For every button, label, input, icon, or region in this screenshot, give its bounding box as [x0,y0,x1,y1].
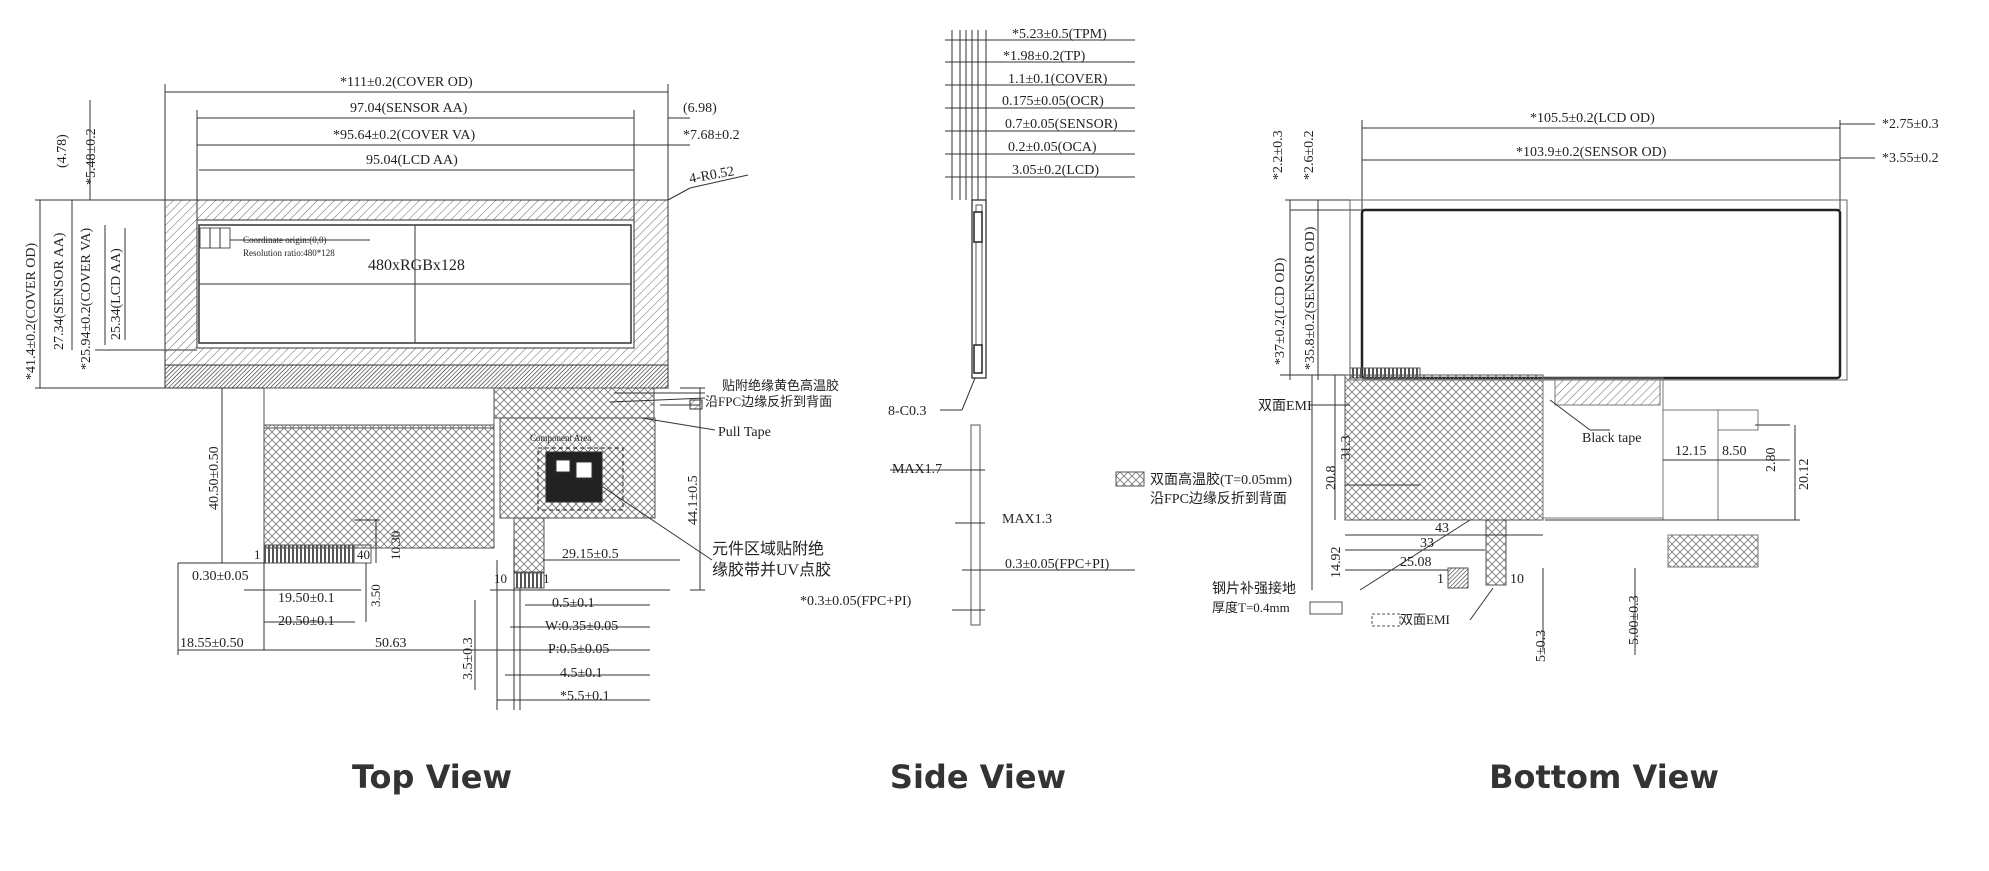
caption-bottom-view: Bottom View [1489,758,1719,796]
side-fpc1: 0.3±0.05(FPC+PI) [1005,557,1110,572]
bottom-pin-10: 10 [1510,572,1524,587]
bottom-dim-5: 5±0.3 [1534,630,1549,662]
bottom-lcd-od: *105.5±0.2(LCD OD) [1530,111,1655,126]
top-dim-35: 3.5±0.3 [461,637,476,680]
bottom-dim-2012: 20.12 [1797,459,1812,491]
bottom-dim-208: 20.8 [1324,466,1339,491]
top-uv-note2: 缘胶带并UV点胶 [712,561,831,579]
top-dim-w: W:0.35±0.05 [545,619,618,634]
bottom-dim-280: 2.80 [1764,448,1779,473]
top-dim-030: 0.30±0.05 [192,569,249,584]
top-dim-350: 3.50 [368,584,383,607]
bottom-dim-33: 33 [1420,536,1434,551]
top-sensor-aa: 97.04(SENSOR AA) [350,101,468,116]
side-cover: 1.1±0.1(COVER) [1008,72,1108,87]
top-dim-45: 4.5±0.1 [560,666,603,681]
top-component-area: Component Area [530,433,591,443]
bottom-view-labels: *2.2±0.3 *2.6±0.2 *105.5±0.2(LCD OD) *2.… [1150,111,1939,662]
side-max13: MAX1.3 [1002,512,1052,527]
top-lcd-aa-v: 25.34(LCD AA) [109,248,124,340]
top-dim-478: (4.78) [55,134,70,168]
top-dim-p: P:0.5±0.05 [548,642,609,657]
top-dim-55: *5.5±0.1 [560,689,610,704]
bottom-tape-note2: 沿FPC边缘反折到背面 [1150,491,1287,507]
side-view [890,30,1135,626]
top-res-label: 480xRGBx128 [368,257,465,274]
bottom-emi2: 双面EMI [1400,612,1450,627]
top-gap-698: (6.98) [683,101,717,116]
top-dim-5063: 50.63 [375,636,407,651]
top-cover-od: *111±0.2(COVER OD) [340,75,473,90]
bottom-emi1: 双面EMI [1258,398,1312,414]
bottom-dim-275: *2.75±0.3 [1882,117,1939,132]
top-pin-40: 40 [357,547,370,562]
side-chamfer: 8-C0.3 [888,404,927,419]
bottom-dim-500: 5.00±0.3 [1627,595,1642,645]
bottom-dim-43: 43 [1435,521,1449,536]
bottom-sensor-od-v: *35.8±0.2(SENSOR OD) [1303,226,1318,370]
bottom-pin-1: 1 [1437,572,1444,587]
side-max17: MAX1.7 [892,462,942,477]
top-cover-va: *95.64±0.2(COVER VA) [333,128,475,143]
side-view-labels: *5.23±0.5(TPM) *1.98±0.2(TP) 1.1±0.1(COV… [800,27,1118,609]
top-uv-note1: 元件区域贴附绝 [712,540,824,558]
bottom-dim-22: *2.2±0.3 [1271,130,1286,180]
side-lcd: 3.05±0.2(LCD) [1012,163,1099,178]
bottom-sensor-od: *103.9±0.2(SENSOR OD) [1516,145,1667,160]
bottom-view [1115,120,1875,655]
bottom-tape-note1: 双面高温胶(T=0.05mm) [1150,471,1292,488]
top-tape-note2: 沿FPC边缘反折到背面 [705,394,832,409]
top-pin-1b: 1 [543,571,550,586]
top-resolution: Resolution ratio:480*128 [243,248,335,258]
top-view-labels: *111±0.2(COVER OD) 97.04(SENSOR AA) (6.9… [24,75,839,704]
top-origin: Coordinate origin:(0,0) [243,235,326,245]
bottom-dim-313: 31.3 [1339,436,1354,461]
top-dim-4050: 40.50±0.50 [207,446,222,510]
bottom-dim-1492: 14.92 [1329,547,1344,579]
top-sensor-aa-v: 27.34(SENSOR AA) [52,232,67,350]
bottom-lcd-od-v: *37±0.2(LCD OD) [1273,257,1288,365]
top-dim-05: 0.5±0.1 [552,596,595,611]
bottom-steel1: 钢片补强接地 [1212,580,1296,597]
side-ocr: 0.175±0.05(OCR) [1002,94,1104,109]
top-pin-1: 1 [254,547,261,562]
side-oca: 0.2±0.05(OCA) [1008,140,1097,155]
side-tpm: *5.23±0.5(TPM) [1012,27,1107,42]
top-dim-548: *5.48±0.2 [84,128,99,185]
top-cover-od-v: *41.4±0.2(COVER OD) [24,242,39,380]
top-dim-1030: 10.30 [388,531,403,560]
bottom-dim-2508: 25.08 [1400,555,1432,570]
top-dim-1855: 18.55±0.50 [180,636,244,651]
bottom-dim-850: 8.50 [1722,444,1747,459]
top-pin-10: 10 [494,571,507,586]
bottom-steel2: 厚度T=0.4mm [1212,600,1290,615]
side-tp: *1.98±0.2(TP) [1003,49,1086,64]
bottom-dim-1215: 12.15 [1675,444,1707,459]
top-gap-768: *7.68±0.2 [683,128,740,143]
top-view [35,84,749,710]
bottom-dim-26: *2.6±0.2 [1302,130,1317,180]
caption-top-view: Top View [351,758,513,796]
top-dim-1950: 19.50±0.1 [278,591,335,606]
caption-side-view: Side View [889,758,1067,796]
side-fpc2: *0.3±0.05(FPC+PI) [800,594,912,609]
bottom-dim-355: *3.55±0.2 [1882,151,1939,166]
top-dim-441: 44.1±0.5 [686,475,701,525]
top-lcd-aa: 95.04(LCD AA) [366,153,458,168]
top-pull-tape: Pull Tape [718,425,771,440]
top-dim-2915: 29.15±0.5 [562,547,619,562]
side-sensor: 0.7±0.05(SENSOR) [1005,117,1118,132]
top-tape-note1: 贴附绝缘黄色高温胶 [722,378,839,393]
top-dim-2050: 20.50±0.1 [278,614,335,629]
top-cover-va-v: *25.94±0.2(COVER VA) [79,228,94,370]
bottom-black-tape: Black tape [1582,431,1641,446]
